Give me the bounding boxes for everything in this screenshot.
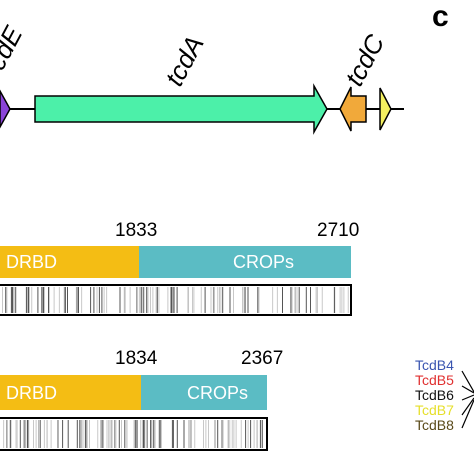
panel-letter: c	[432, 0, 449, 33]
protein2-crops-label: CROPs	[187, 383, 248, 403]
tcdc-gene-label: tcdC	[339, 29, 391, 90]
protein2-crops-domain	[141, 375, 267, 410]
tcde-gene-label: cdE	[0, 21, 29, 75]
legend-connector-lines	[461, 370, 474, 429]
protein1-drbd-domain	[0, 246, 139, 278]
legend-item-tcdb4: TcdB4	[415, 357, 454, 373]
protein2-drbd-label: DRBD	[6, 383, 57, 403]
protein2-crops-end-position: 2367	[241, 348, 283, 369]
legend-item-tcdb5: TcdB5	[415, 372, 454, 388]
tcda-gene-arrow	[34, 83, 328, 135]
legend-item-tcdb8: TcdB8	[415, 417, 454, 433]
tcda-gene-label: tcdA	[159, 31, 210, 91]
legend-item-tcdb7: TcdB7	[415, 402, 454, 418]
legend: TcdB4 TcdB5 TcdB6 TcdB7 TcdB8	[415, 357, 474, 433]
small-gene-arrow	[379, 87, 392, 131]
tcdc-gene-arrow	[339, 86, 367, 132]
protein1-crops-end-position: 2710	[317, 220, 359, 241]
protein2-drbd-domain	[0, 375, 141, 410]
protein2-variant-track	[0, 417, 268, 451]
protein1-drbd-label: DRBD	[6, 252, 57, 272]
legend-item-tcdb6: TcdB6	[415, 387, 454, 403]
protein1-crops-label: CROPs	[233, 252, 294, 272]
protein1-crops-domain	[139, 246, 351, 278]
protein2-drbd-end-position: 1834	[115, 348, 158, 369]
tcde-gene-arrow	[0, 89, 11, 129]
protein1-drbd-end-position: 1833	[115, 220, 157, 241]
protein1-variant-track	[0, 284, 352, 316]
